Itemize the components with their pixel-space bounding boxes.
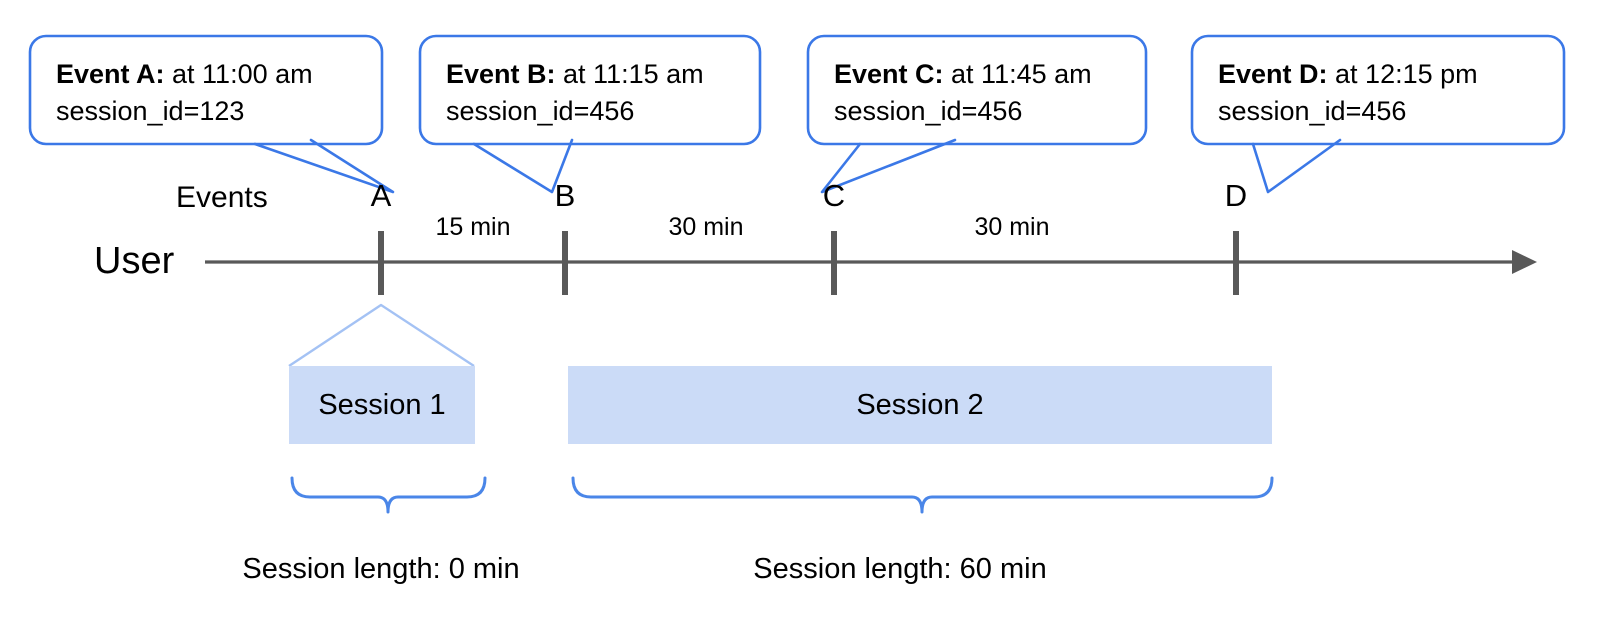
event-letter-c: C xyxy=(822,178,846,213)
callout-header-d: Event D: xyxy=(1218,59,1328,89)
session-1-connector xyxy=(288,303,475,368)
callout-line-a-1: Event A: at 11:00 am xyxy=(56,56,313,93)
callout-time-b: at 11:15 am xyxy=(555,59,704,89)
callout-time-d: at 12:15 pm xyxy=(1327,59,1478,89)
event-letter-d: D xyxy=(1224,178,1248,213)
gap-label-b-c: 30 min xyxy=(668,213,744,241)
callout-session-a: session_id=123 xyxy=(56,96,245,127)
callout-time-a: at 11:00 am xyxy=(164,59,313,89)
callout-tail-a xyxy=(253,138,395,194)
event-letter-a: A xyxy=(370,178,392,213)
session-box-2-label: Session 2 xyxy=(856,388,984,421)
session-length-label-2: Session length: 60 min xyxy=(753,553,1047,585)
callout-bubble-a xyxy=(28,34,384,146)
session-box-1: Session 1 xyxy=(289,366,475,444)
gap-label-c-d: 30 min xyxy=(974,213,1050,241)
callout-session-c: session_id=456 xyxy=(834,96,1023,127)
session-2-brace xyxy=(571,476,1274,514)
callout-line-d-1: Event D: at 12:15 pm xyxy=(1218,56,1478,93)
callout-line-b-1: Event B: at 11:15 am xyxy=(446,56,704,93)
row-label-events: Events xyxy=(176,181,268,214)
callout-session-b: session_id=456 xyxy=(446,96,635,127)
callout-tail-c xyxy=(820,138,957,194)
callout-bubble-d xyxy=(1190,34,1566,146)
callout-bubble-c xyxy=(806,34,1148,146)
callout-bubble-b xyxy=(418,34,762,146)
timeline-axis-arrowhead xyxy=(1512,250,1537,274)
row-label-user: User xyxy=(94,240,175,282)
callout-header-a: Event A: xyxy=(56,59,165,89)
callout-text-c: Event C: at 11:45 am session_id=456 xyxy=(834,56,1092,131)
callout-text-a: Event A: at 11:00 am session_id=123 xyxy=(56,56,313,131)
event-letter-b: B xyxy=(554,178,576,213)
session-box-1-label: Session 1 xyxy=(318,388,446,421)
callout-text-d: Event D: at 12:15 pm session_id=456 xyxy=(1218,56,1478,131)
callout-header-c: Event C: xyxy=(834,59,944,89)
callout-time-c: at 11:45 am xyxy=(943,59,1092,89)
callout-line-c-1: Event C: at 11:45 am xyxy=(834,56,1092,93)
callout-header-b: Event B: xyxy=(446,59,556,89)
session-box-2: Session 2 xyxy=(568,366,1272,444)
session-length-label-1: Session length: 0 min xyxy=(242,553,520,585)
callout-tail-d xyxy=(1251,138,1342,194)
session-1-brace xyxy=(290,476,487,514)
gap-label-a-b: 15 min xyxy=(435,213,511,241)
callout-session-d: session_id=456 xyxy=(1218,96,1407,127)
callout-tail-b xyxy=(472,138,574,194)
callout-text-b: Event B: at 11:15 am session_id=456 xyxy=(446,56,704,131)
